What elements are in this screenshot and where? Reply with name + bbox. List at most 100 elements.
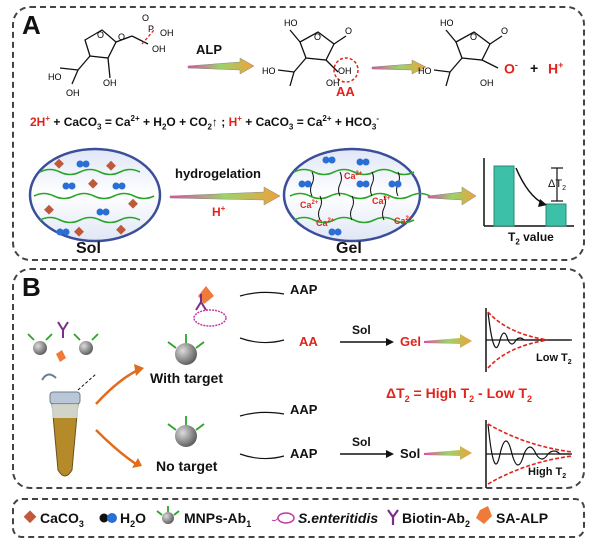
hydrogelation-label: hydrogelation [175,166,261,181]
panel-a [12,6,585,261]
sol-label-bottom: Sol [352,435,371,449]
reagent-cluster [27,321,99,362]
mol2-ho: HO [262,66,276,76]
low-t2-relaxation-curve [485,308,572,372]
hydrogelation-h-plus: H+ [212,204,226,219]
delta-t2-label: ΔT2 [548,178,566,193]
sol-caco3-particles [44,158,138,237]
panel-b [12,268,585,489]
gel-to-low-t2-arrow [424,334,472,348]
mol3-ho-top: HO [440,18,454,28]
mol1-oh-side: OH [66,88,80,98]
alp-arrow [187,57,255,75]
legend-sa-alp: SA-ALP [496,510,549,526]
product-plus: + [530,60,539,76]
mnp-to-aap-arrow [239,453,285,460]
panel-b-letter: B [22,272,41,302]
gel-ca-ion-1: Ca2+ [344,171,363,181]
deprotonation-arrow [371,59,427,75]
sol-to-high-t2-arrow [424,446,472,460]
with-target-branch-arrow [95,368,139,405]
gel-ca-ion-3: Ca2+ [372,196,391,206]
reaction-equations: 2H+ + CaCO3 = Ca2+ + H2O + CO2↑ ; H+ + C… [30,114,379,132]
aa-label-b: AA [299,334,318,349]
product-proton: H+ [548,60,564,77]
mol1-o-ring: O [97,30,104,40]
mol3-ho: HO [418,66,432,76]
hydrogelation-arrow [169,186,281,206]
molecule-aa-anion-structure [433,29,503,87]
sol-polymer-chains [33,168,155,224]
legend-bacteria: S.enteritidis [298,510,379,526]
panel-a-letter: A [22,10,41,40]
molecule-aap-structure [59,29,155,85]
mol3-o-carbonyl: O [501,26,508,36]
mol1-o-carbonyl: O [118,32,125,42]
sol-water-molecules [56,160,126,236]
molecule-aa-structure [277,29,347,87]
mol1-oh-ring: OH [103,78,117,88]
alp-label: ALP [196,42,222,57]
t2-bar-sol [493,165,515,227]
mol2-o-ring: O [314,32,321,42]
high-t2-label: High T2 [528,466,567,481]
legend-box [12,498,585,538]
h2o-legend-icon [99,513,117,523]
mol2-oh-circled: OH [338,66,352,76]
delta-t2-equation: ΔT2 = High T2 - Low T2 [386,385,533,404]
mol1-oh-right: OH [160,28,174,38]
caco3-legend-icon [23,510,37,524]
mnp-to-aa-arrow [239,337,285,344]
mol3-oh: OH [480,78,494,88]
no-target-branch-arrow [95,429,137,466]
t2-bar-plot [483,158,574,227]
legend-caco3: CaCO3 [40,510,84,529]
mnp-with-target [167,334,205,365]
mol2-o-carbonyl: O [345,26,352,36]
gel-crosslinked-chains [289,168,431,224]
biotin-legend-icon [387,509,399,525]
aap-bottom-label: AAP [290,446,318,461]
aa-label: AA [336,84,355,99]
sol-caption: Sol [76,240,101,257]
gel-ca-ion-5: Ca2+ [394,216,413,226]
mol2-ho-top: HO [284,18,298,28]
gel-crosslinks [310,171,400,221]
high-t2-relaxation-curve [485,420,573,488]
mnp-no-target [167,416,205,447]
product-anion: O- [504,60,518,77]
t2-value-axis-label: T2 value [508,230,554,247]
legend-h2o: H2O [120,510,147,529]
gel-caption: Gel [336,240,362,257]
mol3-o-ring: O [470,32,477,42]
aap-mid-arrow [239,411,285,417]
t2-bar-gel [545,203,567,227]
with-target-label: With target [150,370,223,386]
aap-to-complex-arrow [239,291,285,297]
sol-out-label: Sol [400,446,421,461]
aap-mid-label: AAP [290,402,318,417]
mol1-p: P [148,24,154,34]
sample-tube [41,373,97,477]
mol2-oh-low: OH [326,78,340,88]
gel-ca-ion-2: Ca2+ [300,200,319,210]
mol1-oh-bottom: OH [152,44,166,54]
target-complex [193,286,227,327]
legend-biotin: Biotin-Ab2 [402,510,470,529]
gel-label-b: Gel [400,334,421,349]
gel-ca-ion-4: Ca2+ [316,218,335,228]
mnps-legend-icon [156,506,180,524]
sol-label-top: Sol [352,323,371,337]
aa-oh-highlight [333,57,359,83]
bacteria-legend-icon [271,512,295,524]
gel-to-t2-arrow [427,186,477,206]
aap-top-label: AAP [290,282,318,297]
gel-water-molecules [298,156,402,236]
no-target-label: No target [156,458,218,474]
sa-alp-legend-icon [476,506,492,524]
mol1-o-top: O [142,13,149,23]
low-t2-label: Low T2 [536,352,572,367]
